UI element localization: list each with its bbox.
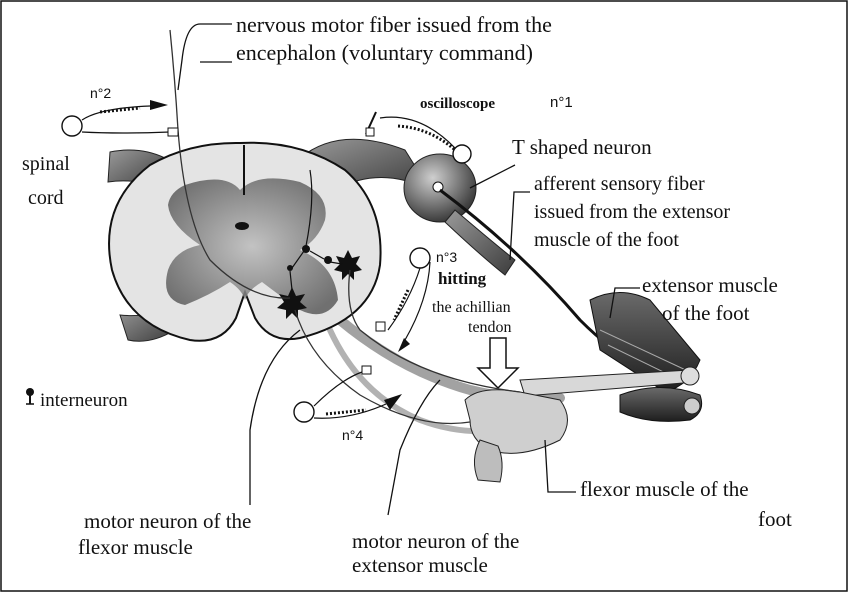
label-extensor-1: extensor muscle [642, 273, 778, 297]
interneuron-2 [324, 256, 332, 264]
label-spinal-cord-2: cord [28, 187, 64, 209]
label-afferent-1: afferent sensory fiber [534, 173, 705, 195]
label-interneuron: interneuron [40, 390, 128, 411]
label-osc-n3: n°3 [436, 249, 457, 265]
label-achillian-1: the achillian [432, 299, 511, 316]
label-afferent-3: muscle of the foot [534, 229, 679, 251]
spinal-cord-section [109, 143, 381, 341]
label-motor-flexor-2: flexor muscle [78, 535, 193, 559]
label-afferent-2: issued from the extensor [534, 201, 730, 223]
label-osc-n2: n°2 [90, 85, 111, 101]
central-canal [235, 222, 249, 230]
label-extensor-2: of the foot [662, 301, 750, 325]
oscilloscope-3 [376, 248, 430, 352]
oscilloscope-2 [62, 100, 178, 136]
label-osc-n4: n°4 [342, 427, 363, 443]
oscilloscope-4 [294, 366, 402, 422]
label-motor-fiber-1: nervous motor fiber issued from the [236, 12, 552, 37]
label-oscilloscope: oscilloscope [420, 96, 495, 112]
hitting-arrow [478, 338, 518, 388]
label-achillian-2: tendon [468, 319, 512, 336]
interneuron-legend-icon [26, 388, 34, 404]
label-flexor-2: foot [758, 507, 792, 531]
label-flexor-1: flexor muscle of the [580, 477, 749, 501]
label-motor-extensor-2: extensor muscle [352, 553, 488, 577]
label-spinal-cord-1: spinal [22, 153, 70, 175]
label-t-neuron: T shaped neuron [512, 135, 652, 159]
label-motor-flexor-1: motor neuron of the [84, 509, 251, 533]
label-hitting: hitting [438, 269, 487, 288]
label-motor-fiber-2: encephalon (voluntary command) [236, 40, 533, 65]
label-osc-n1: n°1 [550, 94, 573, 111]
label-motor-extensor-1: motor neuron of the [352, 529, 519, 553]
